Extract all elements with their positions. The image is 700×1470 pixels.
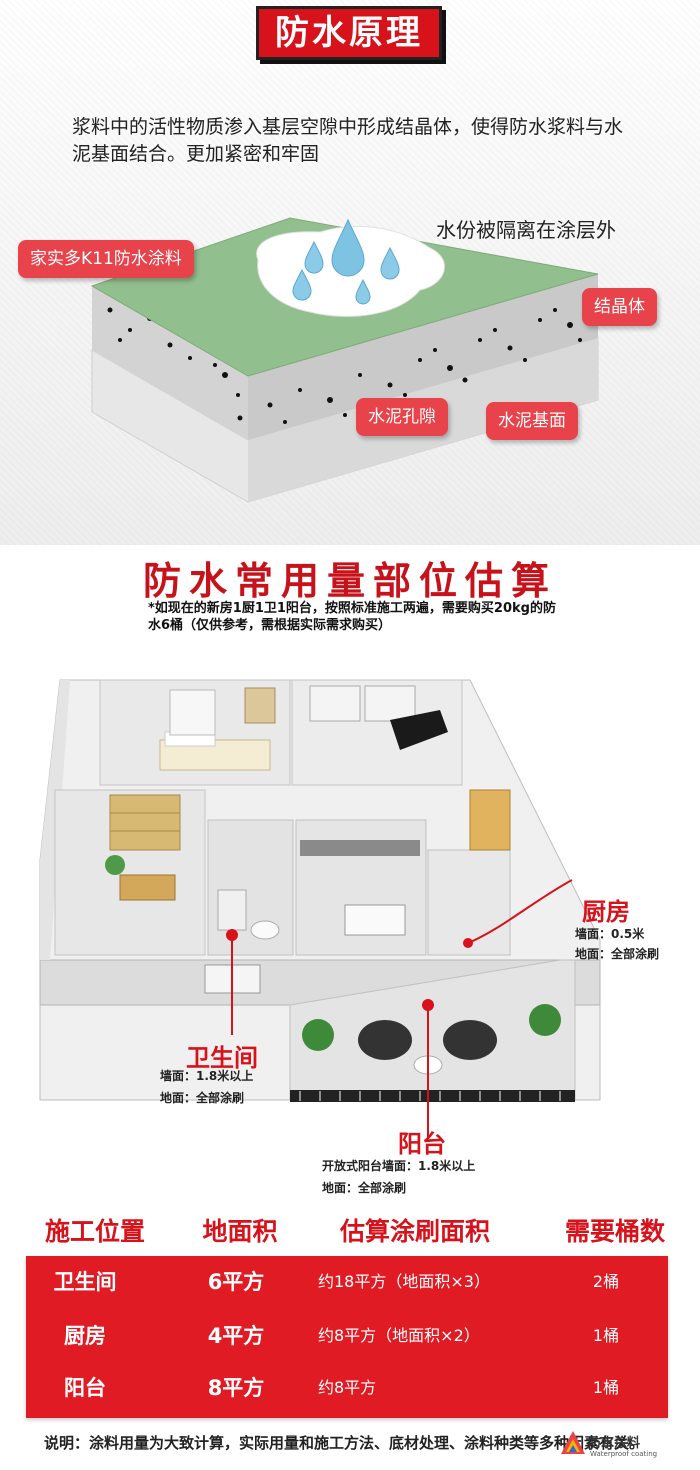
- table-row: 阳台 8平方 约8平方 1桶: [26, 1362, 668, 1414]
- row-location: 卫生间: [53, 1270, 117, 1294]
- cement-base-label: 水泥基面: [486, 402, 578, 440]
- kitchen-label: 厨房: [582, 898, 630, 926]
- watermark-text: 防水涂料: [588, 1436, 641, 1451]
- water-drops-icon: [292, 218, 400, 305]
- principle-title: 防水原理: [275, 13, 423, 53]
- watermark-subtext: Waterproof coating: [590, 1450, 658, 1458]
- usage-footnote: 说明：涂料用量为大致计算，实际用量和施工方法、底材处理、涂料种类等多种因素有关。: [44, 1434, 645, 1452]
- row-location: 阳台: [64, 1376, 106, 1400]
- row-buckets: 1桶: [592, 1326, 620, 1345]
- balcony-callout-icon: [422, 999, 434, 1138]
- crystal-label: 结晶体: [582, 288, 657, 326]
- bathroom-callout-icon: [226, 929, 238, 1035]
- header-buckets: 需要桶数: [564, 1217, 665, 1246]
- table-row: 厨房 4平方 约8平方（地面积×2） 1桶: [26, 1310, 668, 1362]
- usage-estimate-title: 防水常用量部位估算: [142, 558, 557, 603]
- balcony-label: 阳台: [398, 1130, 446, 1158]
- coating-label: 家实多K11防水涂料: [18, 240, 194, 278]
- row-location: 厨房: [64, 1324, 106, 1348]
- table-row: 卫生间 6平方 约18平方（地面积×3） 2桶: [26, 1256, 668, 1308]
- house-3d-plan: [39, 679, 601, 1138]
- header-paint-area: 估算涂刷面积: [339, 1217, 490, 1246]
- row-paint-area: 约8平方: [318, 1378, 377, 1397]
- row-buckets: 1桶: [592, 1378, 620, 1397]
- kitchen-wall-spec: 墙面：0.5米: [575, 927, 645, 941]
- waterproof-principle-section: 防水原理 浆料中的活性物质渗入基层空隙中形成结晶体，使得防水浆料与水泥基面结合。…: [0, 0, 700, 545]
- header-floor-area: 地面积: [202, 1217, 278, 1246]
- kitchen-callout-icon: [463, 879, 573, 948]
- water-isolation-text: 水份被隔离在涂层外: [436, 218, 616, 242]
- balcony-wall-spec: 开放式阳台墙面：1.8米以上: [322, 1159, 476, 1173]
- row-paint-area: 约18平方（地面积×3）: [318, 1272, 490, 1291]
- bathroom-wall-spec: 墙面：1.8米以上: [160, 1069, 254, 1083]
- header-location: 施工位置: [44, 1217, 145, 1246]
- bathroom-label: 卫生间: [186, 1044, 258, 1072]
- row-floor-area: 8平方: [207, 1376, 265, 1400]
- kitchen-floor-spec: 地面：全部涂刷: [575, 947, 660, 961]
- row-floor-area: 6平方: [207, 1270, 265, 1294]
- estimate-table: 卫生间 6平方 约18平方（地面积×3） 2桶 厨房 4平方 约8平方（地面积×…: [26, 1256, 668, 1418]
- row-buckets: 2桶: [592, 1272, 620, 1291]
- usage-estimate-note: *如现在的新房1厨1卫1阳台，按照标准施工两遍，需要购买20kg的防水6桶（仅供…: [148, 601, 556, 633]
- row-paint-area: 约8平方（地面积×2）: [318, 1326, 480, 1345]
- estimate-table-header: 施工位置 地面积 估算涂刷面积 需要桶数: [0, 1210, 700, 1254]
- house-floorplan-illustration: [0, 660, 700, 1215]
- row-floor-area: 4平方: [207, 1324, 265, 1348]
- cement-pores-label: 水泥孔隙: [356, 398, 448, 436]
- principle-description: 浆料中的活性物质渗入基层空隙中形成结晶体，使得防水浆料与水泥基面结合。更加紧密和…: [72, 116, 624, 165]
- principle-title-banner: 防水原理: [256, 6, 442, 60]
- bathroom-floor-spec: 地面：全部涂刷: [160, 1091, 245, 1105]
- brand-watermark: 防水涂料 Waterproof coating: [560, 1430, 660, 1466]
- balcony-floor-spec: 地面：全部涂刷: [322, 1181, 407, 1195]
- brand-logo-icon: [561, 1431, 585, 1454]
